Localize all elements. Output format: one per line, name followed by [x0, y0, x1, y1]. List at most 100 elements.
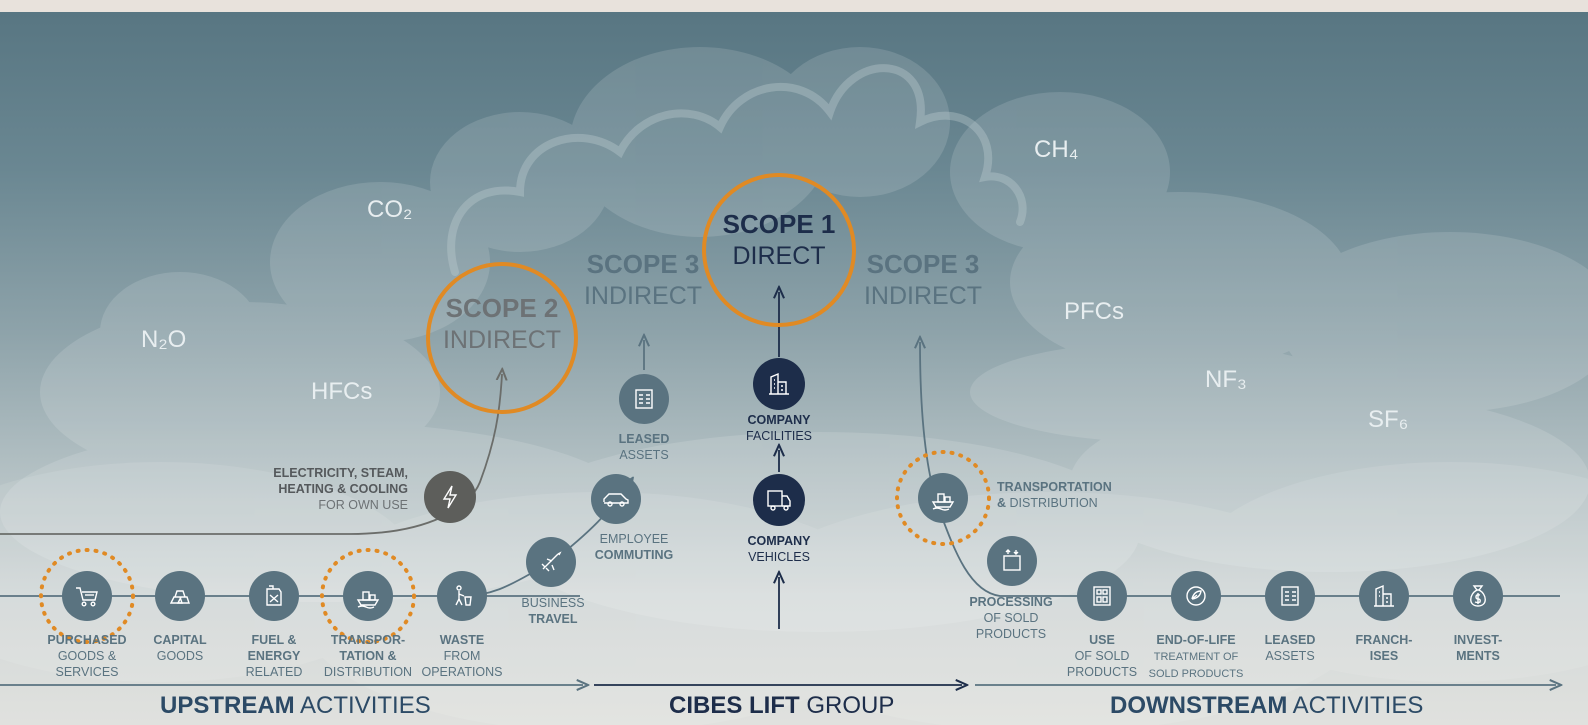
diagram-art [0, 47, 1588, 725]
downstream-rest: ACTIVITIES [1292, 692, 1424, 719]
franchises-l2: ISES [1369, 649, 1399, 663]
upstream-heading: UPSTREAM ACTIVITIES [160, 692, 431, 720]
money-bag-icon [1453, 571, 1503, 621]
purchased-l3: SERVICES [55, 665, 119, 679]
facilities-l2: FACILITIES [746, 429, 812, 443]
scope2-ring [426, 262, 578, 414]
transport-up-l1: TRANSPOR- [330, 633, 406, 647]
facilities-l1: COMPANY [747, 413, 811, 427]
travel-l1: BUSINESS [521, 596, 585, 610]
processing-l2: OF SOLD [983, 611, 1039, 625]
transport-down-l2b: DISTRIBUTION [1009, 496, 1098, 510]
waste-l1: WASTE [439, 633, 485, 647]
leased-down-l2: ASSETS [1265, 649, 1315, 663]
vehicles-l2: VEHICLES [748, 550, 810, 564]
purchased-highlight [39, 548, 135, 644]
use-l1: USE [1089, 633, 1115, 647]
facilities-label: COMPANY FACILITIES [729, 412, 829, 444]
transport-up-l3: DISTRIBUTION [323, 665, 413, 679]
ship-icon [918, 473, 968, 523]
cloud-layer [0, 47, 1588, 632]
recycle-icon [1171, 571, 1221, 621]
scope3-left-sub: INDIRECT [583, 282, 703, 310]
cloud-outline [447, 64, 1027, 276]
purchased-l2: GOODS & [57, 649, 117, 663]
electricity-l2: HEATING & COOLING [278, 482, 408, 496]
electricity-l1: ELECTRICITY, STEAM, [273, 466, 408, 480]
fuel-can-icon [249, 571, 299, 621]
lightning-icon [424, 471, 476, 523]
capital-l1: CAPITAL [153, 633, 207, 647]
franchises-label: FRANCH- ISES [1334, 632, 1434, 664]
scope1-label: SCOPE 1 DIRECT [699, 208, 859, 272]
scope3-right-label: SCOPE 3 INDIRECT [843, 248, 1003, 312]
gas-pfcs: PFCs [1064, 298, 1124, 325]
purchased-label: PURCHASED GOODS & SERVICES [37, 632, 137, 680]
eol-label: END-OF-LIFE TREATMENT OF SOLD PRODUCTS [1141, 632, 1251, 682]
commuting-l1: EMPLOYEE [599, 532, 669, 546]
transport-down-l1: TRANSPORTATION [997, 480, 1112, 494]
leased-up-label: LEASED ASSETS [604, 431, 684, 463]
gas-co2: CO₂ [367, 196, 413, 223]
transport-up-l2: TATION & [339, 649, 397, 663]
processing-l3: PRODUCTS [975, 627, 1047, 641]
travel-l2: TRAVEL [528, 612, 578, 626]
downstream-bold: DOWNSTREAM [1110, 692, 1288, 719]
transport-up-highlight [320, 548, 416, 644]
cart-icon [62, 571, 112, 621]
diagram-canvas: CO₂ CH₄ N₂O HFCs PFCs NF₃ SF₆ SCOPE 2 IN… [0, 12, 1588, 725]
ship-icon [343, 571, 393, 621]
scope3-left-title: SCOPE 3 [586, 249, 700, 279]
leased-down-label: LEASED ASSETS [1240, 632, 1340, 664]
box-icon [987, 536, 1037, 586]
appliance-icon [1077, 571, 1127, 621]
group-rest: GROUP [806, 692, 895, 719]
electricity-label: ELECTRICITY, STEAM, HEATING & COOLING FO… [228, 465, 408, 513]
eol-l2: TREATMENT OF [1153, 651, 1239, 663]
scope2-label: SCOPE 2 INDIRECT [422, 292, 582, 356]
transport-down-l2a: & [997, 496, 1007, 510]
scope3-left-label: SCOPE 3 INDIRECT [563, 248, 723, 312]
transport-up-label: TRANSPOR- TATION & DISTRIBUTION [318, 632, 418, 680]
waste-l2: FROM [443, 649, 481, 663]
leased-up-l1: LEASED [618, 432, 670, 446]
upstream-bold: UPSTREAM [160, 692, 295, 719]
purchased-l1: PURCHASED [47, 633, 127, 647]
eol-l1: END-OF-LIFE [1156, 633, 1236, 647]
waste-label: WASTE FROM OPERATIONS [412, 632, 512, 680]
document-icon [1265, 571, 1315, 621]
gas-sf6: SF₆ [1368, 406, 1409, 433]
use-l3: PRODUCTS [1066, 665, 1138, 679]
gas-ch4: CH₄ [1034, 136, 1079, 163]
document-icon [619, 374, 669, 424]
capital-label: CAPITAL GOODS [130, 632, 230, 664]
fuel-label: FUEL & ENERGY RELATED [224, 632, 324, 680]
commuting-label: EMPLOYEE COMMUTING [579, 531, 689, 563]
transport-down-highlight [895, 450, 991, 546]
processing-label: PROCESSING OF SOLD PRODUCTS [956, 594, 1066, 642]
scope3-right-sub: INDIRECT [863, 282, 983, 310]
scope2-title: SCOPE 2 [445, 293, 559, 323]
waste-l3: OPERATIONS [421, 665, 503, 679]
gold-bars-icon [155, 571, 205, 621]
waste-icon [437, 571, 487, 621]
gas-hfcs: HFCs [311, 378, 373, 405]
vehicles-l1: COMPANY [747, 534, 811, 548]
scope2-sub: INDIRECT [442, 326, 562, 354]
investments-l2: MENTS [1456, 649, 1500, 663]
eol-l3: SOLD PRODUCTS [1148, 668, 1244, 680]
commuting-l2: COMMUTING [594, 548, 674, 562]
gas-nf3: NF₃ [1205, 366, 1247, 393]
use-l2: OF SOLD [1074, 649, 1130, 663]
group-bold: CIBES LIFT [669, 692, 800, 719]
investments-l1: INVEST- [1453, 633, 1503, 647]
scope1-sub: DIRECT [732, 242, 826, 270]
upstream-rest: ACTIVITIES [300, 692, 431, 719]
processing-l1: PROCESSING [969, 595, 1053, 609]
investments-label: INVEST- MENTS [1428, 632, 1528, 664]
scope1-ring [702, 173, 856, 327]
car-icon [591, 474, 641, 524]
vehicles-label: COMPANY VEHICLES [729, 533, 829, 565]
gas-n2o: N₂O [141, 326, 187, 353]
scope1-title: SCOPE 1 [722, 209, 836, 239]
